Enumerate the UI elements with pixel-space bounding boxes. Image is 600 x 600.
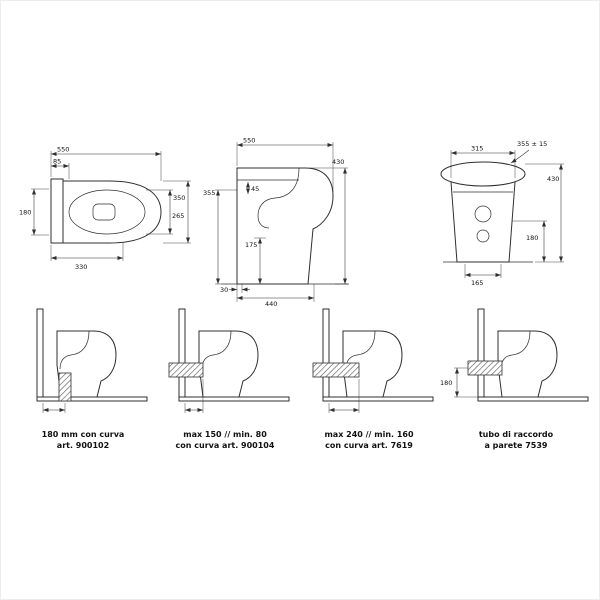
installation-1-caption: 180 mm con curva art. 900102 [9, 430, 157, 452]
dim-side-view-rim-height: 355 [203, 189, 215, 197]
trap-curve-shape [257, 167, 300, 229]
dim-side-view-depth: 550 [243, 137, 255, 145]
installation-4-drawing: 180 [440, 308, 589, 402]
top-view-body [50, 178, 162, 244]
dim-side-view-height: 430 [332, 158, 344, 166]
dim-top-view-bottom-length: 330 [75, 263, 87, 271]
wc-profile-shape [342, 330, 403, 398]
caption-line-2: con curva art. 900104 [175, 440, 275, 450]
dim-top-view-width: 350 [173, 194, 185, 202]
drain-pipe-wall [168, 362, 204, 378]
dim-side-view-seat-gap: 45 [251, 185, 259, 193]
caption-line-2: con curva art. 7619 [325, 440, 413, 450]
side-view-drawing: 550 430 355 45 175 30 440 [203, 137, 349, 308]
installation-2-drawing [168, 308, 290, 413]
drain-pipe-wall-long [312, 362, 360, 378]
top-view-drawing: 550 85 180 265 350 330 [19, 146, 191, 271]
rear-view-drawing: 315 355 ± 15 430 180 165 [440, 140, 564, 287]
floor-shape [36, 396, 148, 402]
bowl-outline-shape [62, 180, 162, 244]
rear-view-dimensions: 315 355 ± 15 430 180 165 [450, 140, 564, 287]
wall-connection-pipe [467, 360, 503, 376]
side-view-dimensions: 550 430 355 45 175 30 440 [203, 137, 348, 308]
dim-rear-view-outlet-height: 180 [526, 234, 538, 242]
dim-top-view-length: 550 [57, 146, 69, 154]
wall-shape [477, 308, 485, 402]
installation-4-caption: tubo di raccordo a parete 7539 [439, 430, 593, 452]
installation-option-4: 180 tubo di raccordo a parete 7539 [439, 307, 593, 452]
installation-3-drawing [312, 308, 434, 413]
dim-rear-view-seat-tolerance: 355 ± 15 [517, 140, 547, 148]
side-view-body [221, 167, 349, 285]
rear-view-body [440, 161, 533, 263]
drain-opening-shape [92, 203, 116, 221]
installation-option-1: 180 mm con curva art. 900102 [9, 307, 157, 452]
installation-option-2: max 150 // min. 80 con curva art. 900104 [151, 307, 299, 452]
installation-1-drawing [36, 308, 148, 413]
installation-2-caption: max 150 // min. 80 con curva art. 900104 [151, 430, 299, 452]
wall-shape [178, 308, 186, 402]
wc-profile-shape [198, 330, 259, 398]
wall-bracket-shape [50, 178, 64, 244]
dim-top-view-back-offset: 85 [53, 158, 61, 166]
dim-rear-view-top-width: 315 [471, 145, 483, 153]
wc-profile-shape [497, 330, 558, 398]
dim-installation-4-outlet-height: 180 [440, 379, 452, 387]
caption-line-1: tubo di raccordo [478, 430, 554, 439]
dim-side-view-base-depth: 440 [265, 300, 277, 308]
floor-shape [178, 396, 290, 402]
wall-shape [36, 308, 44, 402]
dim-rear-view-height: 430 [547, 175, 559, 183]
trap-curve-shape [59, 330, 90, 370]
caption-line-1: max 240 // min. 160 [324, 430, 414, 439]
dim-top-view-seat-width: 265 [172, 212, 184, 220]
caption-line-2: art. 900102 [56, 440, 110, 450]
leader-arrow [510, 149, 530, 164]
dim-top-view-left-width: 180 [19, 209, 31, 217]
dim-side-view-trap-height: 175 [245, 241, 257, 249]
top-view-dimensions: 550 85 180 265 350 330 [19, 146, 191, 271]
caption-line-1: max 150 // min. 80 [183, 430, 267, 439]
drain-pipe-floor [58, 372, 72, 402]
installation-3-caption: max 240 // min. 160 con curva art. 7619 [295, 430, 443, 452]
caption-line-1: 180 mm con curva [41, 430, 125, 439]
seat-ring-shape [68, 189, 146, 235]
inlet-hole-shape [474, 205, 492, 223]
floor-shape [322, 396, 434, 402]
fixing-hole-shape [476, 229, 490, 243]
dim-side-view-outlet-offset: 30 [220, 286, 228, 294]
installation-option-3: max 240 // min. 160 con curva art. 7619 [295, 307, 443, 452]
wall-shape [322, 308, 330, 402]
caption-line-2: a parete 7539 [484, 440, 548, 450]
floor-shape [477, 396, 589, 402]
seat-oval-shape [440, 161, 526, 187]
wc-profile-shape [56, 330, 117, 398]
dim-rear-view-base-width: 165 [471, 279, 483, 287]
